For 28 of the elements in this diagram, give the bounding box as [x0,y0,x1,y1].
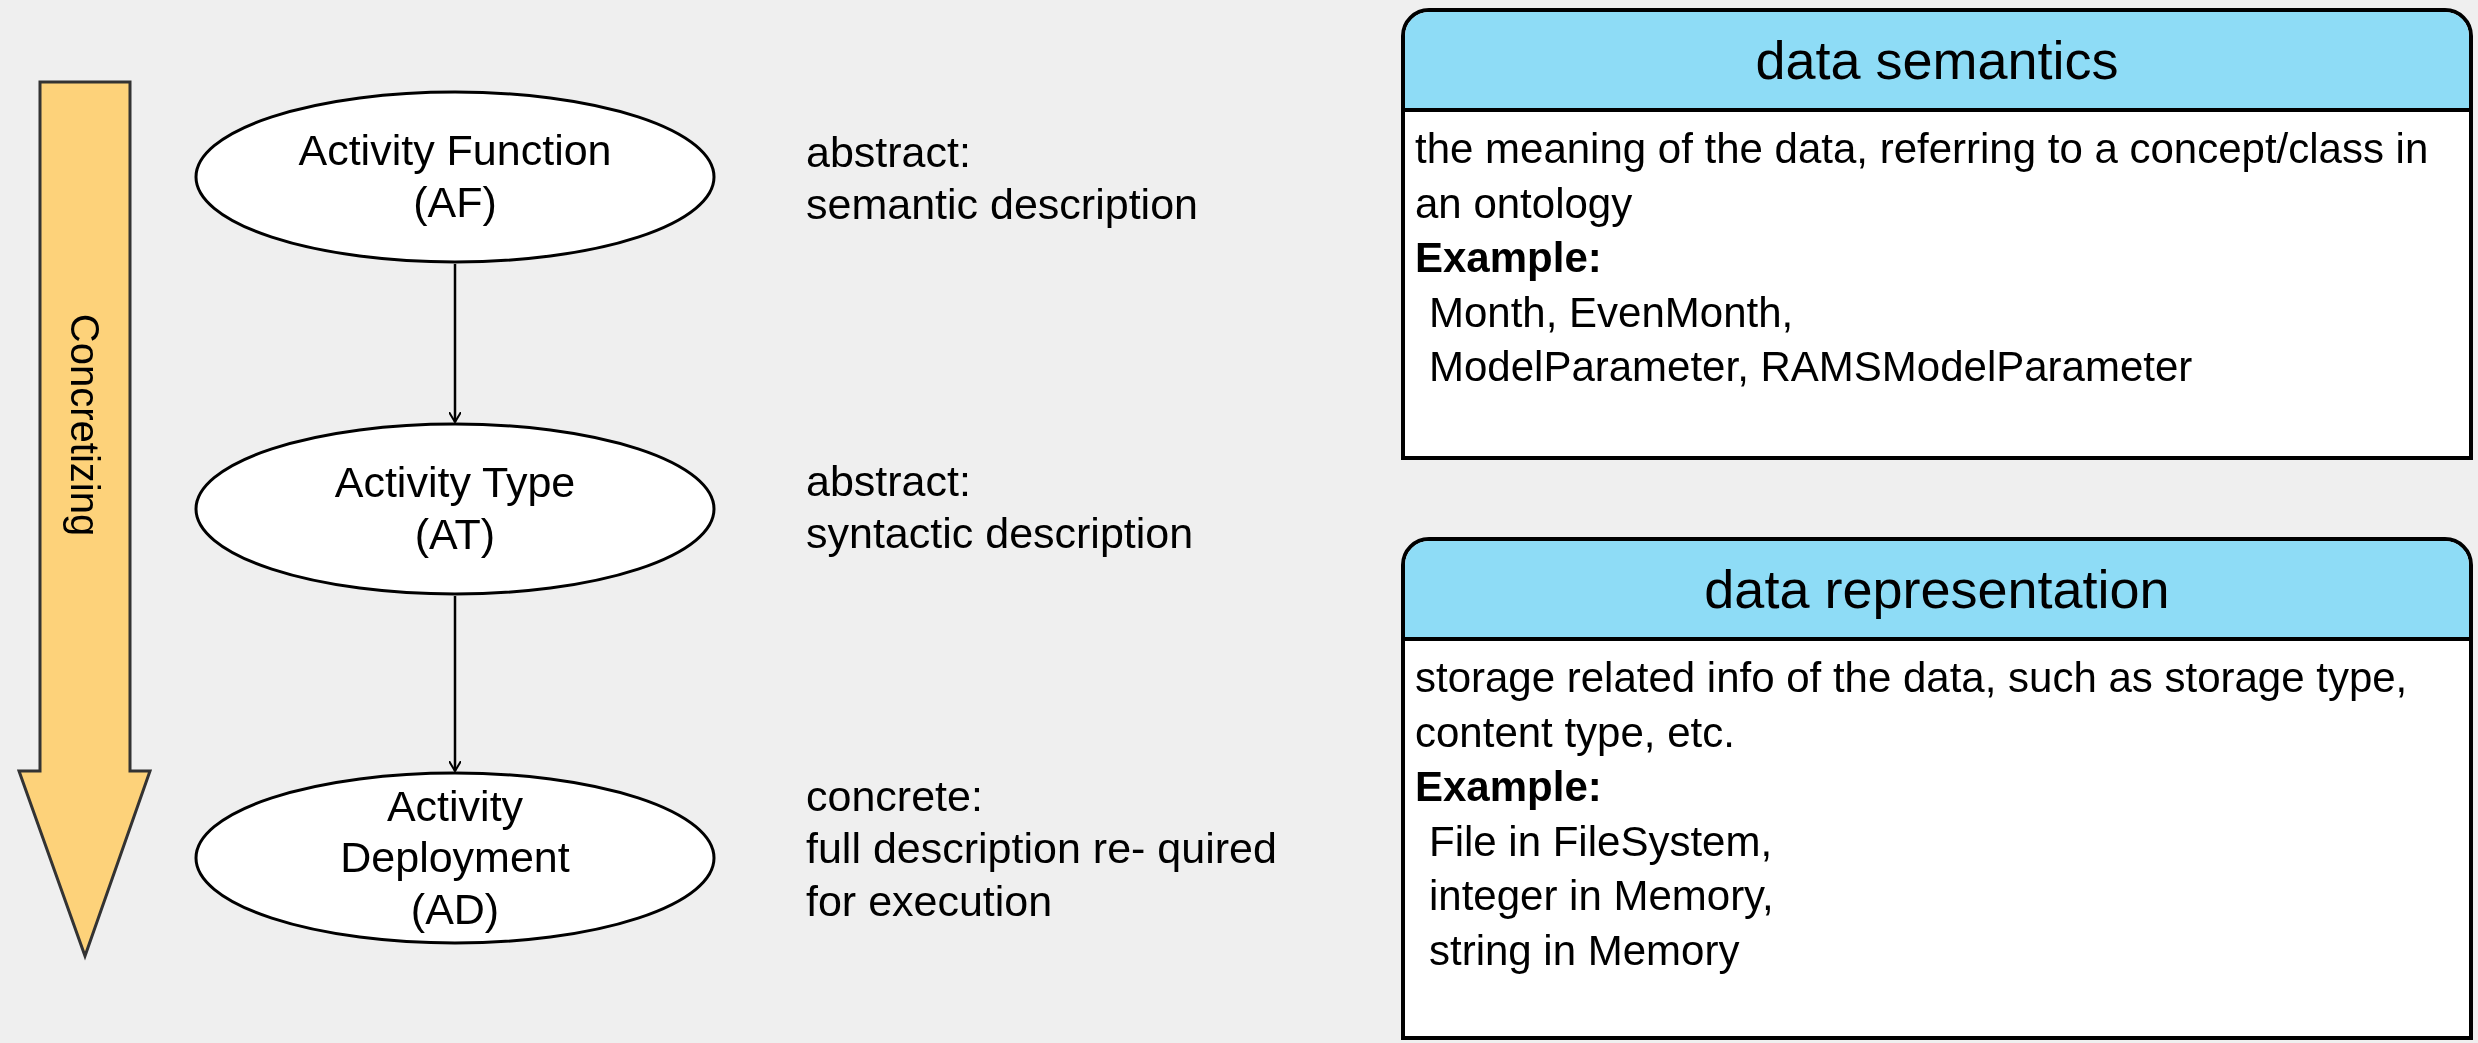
description-text: abstract: [806,456,972,507]
panel-text: the meaning of the data, referring to a concept/class in an ontology [1415,124,2430,229]
description-text: concrete: [806,771,984,822]
description-text: semantic description [806,179,1199,231]
process-ellipse [194,422,716,596]
node-label: Activity Type (AT) [333,457,577,560]
axis-label: Concretizing [65,313,105,537]
node-label: Activity Deployment (AD) [339,780,571,935]
process-ellipse [194,771,716,945]
info-panel [1401,8,2473,460]
description-text: syntactic description [806,508,1195,560]
panel-text: Month, EvenMonth, [1428,287,1795,338]
info-panel [1401,537,2473,1040]
panel-header: data semantics [1405,12,2469,112]
arrow [448,596,462,772]
panel-text: ModelParameter, RAMSModelParameter [1428,342,2194,393]
description-text: abstract: [806,127,972,178]
panel-text: integer in Memory, [1428,871,1775,922]
panel-header: data representation [1405,541,2469,641]
process-ellipse [194,90,716,264]
node-label: Activity Function (AF) [297,125,613,228]
panel-text: storage related info of the data, such as storage type, content type, etc. [1415,653,2409,758]
description-text: full description re- quired for execution [806,823,1278,927]
example-heading: Example: [1415,762,1603,813]
example-heading: Example: [1415,233,1603,284]
panel-text: File in FileSystem, [1428,816,1774,867]
panel-text: string in Memory [1428,925,1741,976]
arrow [448,264,462,423]
